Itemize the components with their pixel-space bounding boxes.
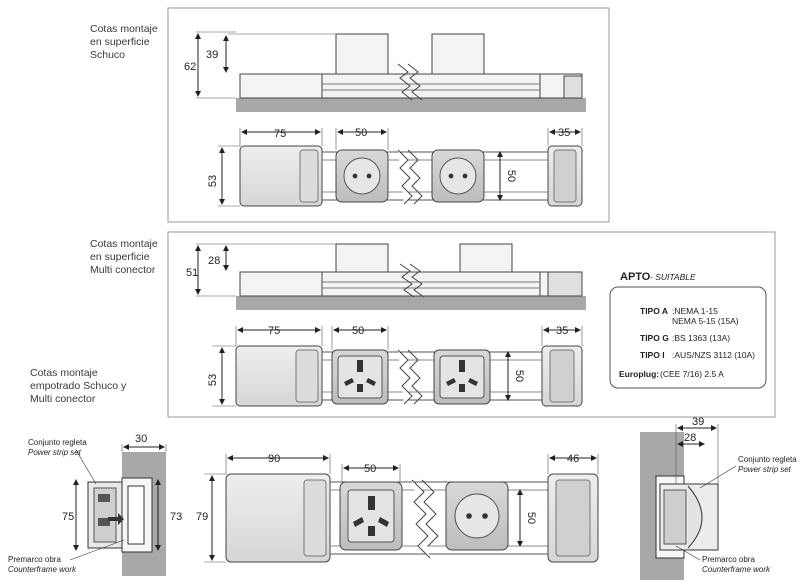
dim-90: 90 [268,453,280,465]
socket-profile [431,33,485,75]
dim-73: 73 [170,511,182,523]
strip-body [239,271,583,297]
apto-val: :NEMA 1-15 [672,306,718,316]
top-view-schuco [239,145,583,207]
callout-right: Conjunto regleta Power strip set Premarc… [675,455,797,574]
label-power-strip: Power strip set [28,448,82,457]
label-counterframe: Counterframe work [8,565,77,574]
dim-53: 53 [207,374,219,386]
callout-left: Conjunto regleta Power strip set Premarc… [8,438,125,574]
section-right [640,432,719,580]
dim-50: 50 [355,127,367,139]
apto-key: TIPO A [640,306,668,316]
label-conjunto: Conjunto regleta [28,438,87,447]
dim-53: 53 [207,175,219,187]
dim-75: 75 [62,511,74,523]
section-left [87,452,166,576]
caption-multi: Cotas montaje en superficie Multi conect… [90,238,158,276]
dim-39: 39 [206,49,218,61]
caption-line: en superficie [90,251,150,263]
caption-line: Cotas montaje [90,23,158,35]
caption-line: en superficie [90,36,150,48]
caption-line: Multi conector [90,264,156,276]
wall-base [236,296,586,310]
dim-51: 51 [186,267,198,279]
side-view-multi [236,243,586,310]
caption-line: Cotas montaje [30,367,98,379]
side-view-schuco [236,33,586,112]
apto-key: TIPO I [640,350,665,360]
dim-28: 28 [684,432,696,444]
panel-multi-frame [167,231,776,418]
apto-val: NEMA 5-15 (15A) [672,316,739,326]
top-view-multi [235,345,583,407]
apto-title-suffix: - SUITABLE [650,272,696,282]
label-power-strip: Power strip set [738,465,792,474]
label-premarco: Premarco obra [702,555,755,564]
apto-key: TIPO G [640,333,669,343]
caption-line: Schuco [90,49,125,61]
wall-base [236,98,586,112]
dim-39: 39 [692,416,704,428]
apto-val: :BS 1363 (13A) [672,333,730,343]
dim-62: 62 [184,61,196,73]
socket-profile [459,243,513,273]
dim-50: 50 [364,463,376,475]
strip-body [239,73,583,99]
caption-empotrado: Cotas montaje empotrado Schuco y Multi c… [30,367,127,405]
dim-75: 75 [268,325,280,337]
panel-schuco-frame [167,7,610,223]
dim-50-vertical: 50 [505,170,517,182]
dim-79: 79 [196,511,208,523]
caption-schuco: Cotas montaje en superficie Schuco [90,23,158,61]
socket-profile [335,243,389,273]
dim-75: 75 [274,128,286,140]
label-counterframe: Counterframe work [702,565,771,574]
dim-46: 46 [567,453,579,465]
apto-val: :AUS/NZS 3112 (10A) [672,350,755,360]
apto-key: Europlug: [619,369,659,379]
dim-28: 28 [208,255,220,267]
apto-val: (CEE 7/16) 2.5 A [660,369,724,379]
dim-50-vertical: 50 [513,370,525,382]
dim-30: 30 [135,433,147,445]
top-view-recessed [225,473,599,563]
caption-line: Cotas montaje [90,238,158,250]
apto-box [609,286,767,389]
dim-35: 35 [558,127,570,139]
dim-50-vertical: 50 [525,512,537,524]
apto-legend: APTO - SUITABLE TIPO A :NEMA 1-15 NEMA 5… [609,271,767,389]
caption-line: Multi conector [30,393,96,405]
caption-line: empotrado Schuco y [30,380,127,392]
label-premarco: Premarco obra [8,555,61,564]
socket-profile [335,33,389,75]
label-conjunto: Conjunto regleta [738,455,797,464]
apto-title: APTO [620,271,651,283]
dim-50: 50 [352,325,364,337]
dim-35: 35 [556,325,568,337]
